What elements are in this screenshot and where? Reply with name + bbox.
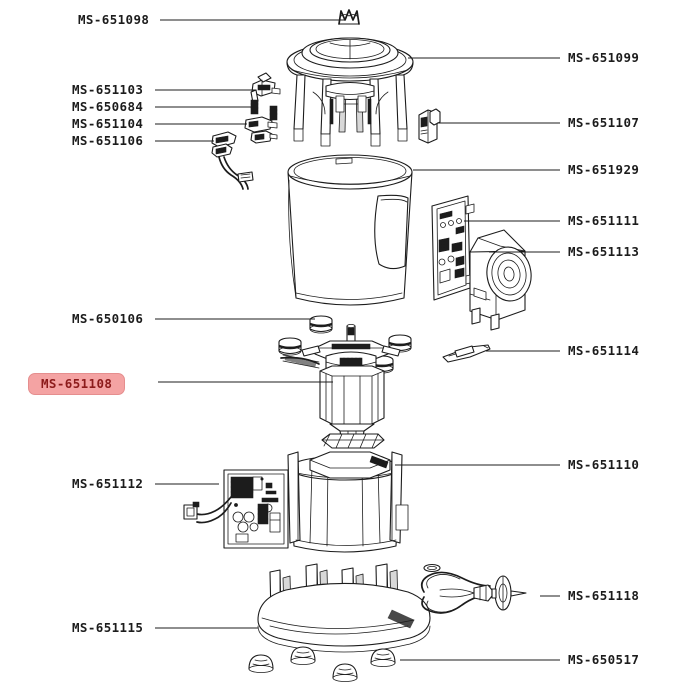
part-MS-651113-fan-shroud-assembly [469,229,532,331]
foot-3 [332,663,358,682]
callout-label-text: MS-651115 [72,620,144,635]
callout-MS-651110[interactable]: MS-651110 [568,458,639,472]
callout-MS-650684[interactable]: MS-650684 [72,100,143,114]
grommet-left [278,337,302,356]
part-MS-651106-wire-harness [211,131,254,190]
callout-MS-651103[interactable]: MS-651103 [72,83,143,97]
part-MS-651114-flat-blade [442,344,491,363]
callout-label-text: MS-650684 [72,99,144,114]
callout-label-text: MS-651107 [568,115,640,130]
part-MS-651107-latch-block [418,108,441,144]
callout-MS-651098[interactable]: MS-651098 [78,13,149,27]
callout-label-text: MS-650106 [72,311,144,326]
callout-MS-651118[interactable]: MS-651118 [568,589,639,603]
collar-legs [293,74,408,147]
callout-MS-651107[interactable]: MS-651107 [568,116,639,130]
callout-label-text: MS-651104 [72,116,144,131]
part-MS-651104-microswitch [244,116,278,144]
callout-label-text: MS-651098 [78,12,150,27]
part-MS-651115-base-plate [257,563,431,653]
part-MS-651098-spring-clip [338,9,360,25]
callout-MS-651108-highlighted[interactable]: MS-651108 [28,373,126,395]
part-MS-651110-lower-housing [287,451,409,553]
callout-MS-651111[interactable]: MS-651111 [568,214,639,228]
callout-label-text: MS-651929 [568,162,640,177]
callout-MS-651104[interactable]: MS-651104 [72,117,143,131]
callout-label-text: MS-651103 [72,82,144,97]
callout-label-text: MS-651110 [568,457,640,472]
callout-label-text: MS-651114 [568,343,640,358]
callout-MS-651929[interactable]: MS-651929 [568,163,639,177]
callout-MS-650106[interactable]: MS-650106 [72,312,143,326]
part-MS-651112-power-pcb [183,469,289,549]
callout-MS-651106[interactable]: MS-651106 [72,134,143,148]
callout-MS-651112[interactable]: MS-651112 [72,477,143,491]
callout-label-text: MS-651118 [568,588,640,603]
callout-MS-651099[interactable]: MS-651099 [568,51,639,65]
foot-1 [248,654,274,673]
grommet-top [309,315,333,334]
foot-4 [370,648,396,667]
part-MS-651099-top-collar-assembly [286,37,414,147]
callout-MS-651114[interactable]: MS-651114 [568,344,639,358]
part-MS-650517-rubber-foot [248,646,396,682]
part-MS-651103-switch-bracket [250,72,281,104]
foot-2 [290,646,316,665]
callout-label-text: MS-651113 [568,244,640,259]
grommet-right [388,334,412,353]
callout-label-text: MS-651111 [568,213,640,228]
callout-label-text: MS-651099 [568,50,640,65]
part-MS-651118-power-cord [420,563,527,614]
callout-label-text: MS-651106 [72,133,144,148]
callout-MS-651113[interactable]: MS-651113 [568,245,639,259]
callout-MS-651115[interactable]: MS-651115 [72,621,143,635]
callout-label-text: MS-651112 [72,476,144,491]
callout-label-text: MS-650517 [568,652,640,667]
callout-label-text: MS-651108 [28,373,126,395]
part-MS-651108-motor-assembly [280,323,401,449]
callout-MS-650517[interactable]: MS-650517 [568,653,639,667]
part-MS-651929-bowl-housing [287,154,413,306]
part-MS-650684-contact-pin-pair [250,99,278,121]
